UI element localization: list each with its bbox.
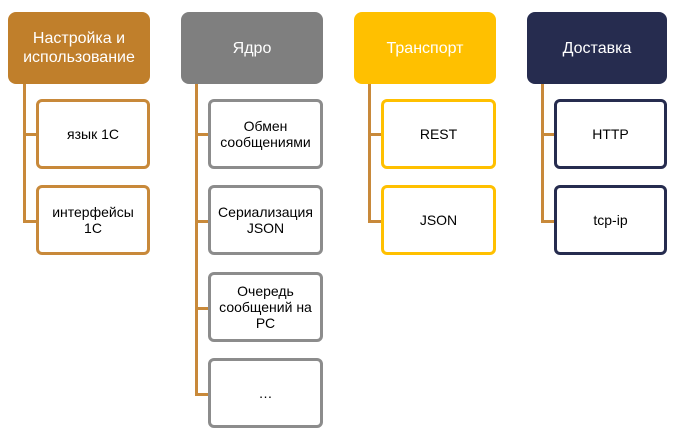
column-header: Доставка (527, 12, 667, 84)
child-box: Очередь сообщений на РС (208, 272, 323, 342)
child-box: JSON (381, 185, 496, 255)
child-label: Обмен сообщениями (220, 118, 311, 150)
connector-line (368, 220, 381, 223)
connector-line (195, 307, 208, 310)
connector-line (541, 133, 554, 136)
connector-line (23, 84, 26, 223)
connector-line (195, 84, 198, 396)
connector-line (541, 220, 554, 223)
child-label: Сериализация JSON (218, 204, 313, 236)
child-label: … (258, 385, 273, 401)
header-label: Ядро (232, 39, 272, 57)
connector-line (23, 220, 36, 223)
child-box: интерфейсы 1С (36, 185, 150, 255)
column-header: Ядро (181, 12, 323, 84)
connector-line (23, 133, 36, 136)
child-label: HTTP (592, 126, 629, 142)
child-label: язык 1С (67, 126, 119, 142)
child-box: язык 1С (36, 99, 150, 169)
connector-line (195, 220, 208, 223)
column-header: Настройка и использование (8, 12, 150, 84)
header-label: Доставка (562, 39, 632, 57)
child-label: Очередь сообщений на РС (219, 283, 312, 331)
child-box: HTTP (554, 99, 667, 169)
child-box: … (208, 358, 323, 428)
connector-line (195, 133, 208, 136)
column-header: Транспорт (354, 12, 496, 84)
connector-line (368, 84, 371, 223)
child-label: tcp-ip (593, 212, 628, 228)
child-label: REST (419, 126, 458, 142)
child-label: JSON (419, 212, 458, 228)
header-label: Настройка и использование (23, 30, 135, 66)
header-label: Транспорт (386, 39, 464, 57)
child-box: tcp-ip (554, 185, 667, 255)
child-label: интерфейсы 1С (52, 204, 134, 236)
child-box: Обмен сообщениями (208, 99, 323, 169)
connector-line (195, 393, 208, 396)
child-box: Сериализация JSON (208, 185, 323, 255)
connector-line (541, 84, 544, 223)
connector-line (368, 133, 381, 136)
child-box: REST (381, 99, 496, 169)
